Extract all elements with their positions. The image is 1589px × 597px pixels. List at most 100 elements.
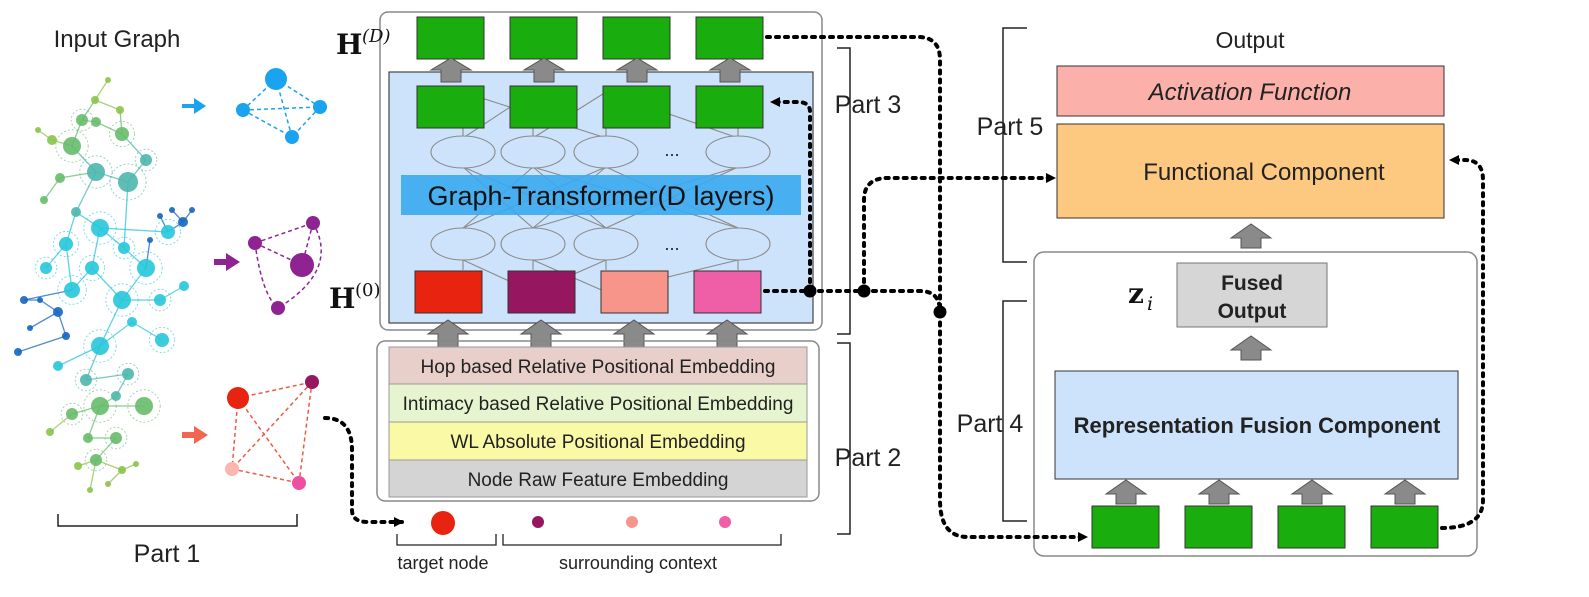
graph-node: [290, 253, 314, 277]
raw-feature-embedding-row: [388, 459, 808, 498]
graph-node: [135, 397, 153, 415]
h-bottom-superscript: (0): [355, 280, 381, 301]
graph-node: [55, 173, 65, 183]
graph-node: [133, 461, 139, 467]
hidden-embedding: [695, 85, 764, 129]
graph-node: [53, 307, 63, 317]
graph-node-halo: [52, 230, 80, 258]
fusion-component-box: [1054, 370, 1459, 480]
connector-junction: [803, 284, 817, 298]
graph-node-halo: [148, 326, 176, 354]
input-embedding-target: [414, 270, 483, 314]
fusion-input-embedding: [1091, 505, 1160, 549]
input-graph-title: Input Graph: [54, 26, 181, 53]
graph-node-halo: [134, 148, 158, 172]
fused-output-line2: Output: [1218, 300, 1287, 323]
graph-node: [76, 114, 88, 126]
graph-node-halo: [79, 155, 113, 189]
graph-node-halo: [104, 426, 128, 450]
graph-node-halo: [112, 236, 136, 260]
connector-junction: [857, 284, 871, 298]
target-node-dot: [431, 511, 455, 535]
graph-node: [154, 294, 166, 306]
graph-node: [53, 361, 63, 371]
graph-node: [90, 454, 102, 466]
graph-node: [127, 317, 137, 327]
graph-node: [91, 219, 109, 237]
graph-node: [113, 291, 131, 309]
graph-node: [37, 297, 43, 303]
graph-node: [47, 135, 57, 145]
context-node-dot: [532, 516, 544, 528]
part5-bracket: [1002, 27, 1027, 263]
graph-edge: [23, 289, 73, 301]
dotted-connectors: [323, 35, 1485, 542]
graph-node-halo: [154, 218, 182, 246]
hop-embedding-row: [388, 346, 808, 385]
output-embedding: [695, 16, 764, 60]
graph-node: [40, 196, 48, 204]
graph-node: [83, 433, 93, 443]
graph-node: [35, 127, 41, 133]
graph-node: [161, 225, 175, 239]
graph-node: [178, 217, 188, 227]
graph-node-halo: [60, 402, 84, 426]
transformer-input-row: [414, 270, 762, 314]
graph-node: [46, 428, 54, 436]
graph-node: [105, 481, 111, 487]
graph-node: [20, 296, 28, 304]
fusion-input-row: [1091, 505, 1439, 549]
activation-function-label: Activation Function: [1147, 79, 1352, 106]
wl-embedding-label: WL Absolute Positional Embedding: [450, 432, 745, 453]
graph-node: [305, 375, 319, 389]
graph-node: [110, 432, 122, 444]
graph-node-halo: [109, 163, 147, 201]
graph-node: [59, 237, 73, 251]
graph-node: [85, 261, 99, 275]
h-bottom-symbol: H: [329, 282, 355, 315]
graph-node: [87, 487, 93, 493]
graph-node: [40, 262, 52, 274]
embedding-frame: [376, 340, 820, 502]
graph-node-halo: [74, 368, 98, 392]
graph-node-halo: [34, 256, 58, 280]
subgraph-blue: [182, 68, 327, 144]
graph-node: [189, 207, 195, 213]
graph-node-halo: [127, 389, 161, 423]
z-symbol: z: [1128, 277, 1144, 310]
graph-node: [306, 216, 320, 230]
input-embedding: [693, 270, 762, 314]
part4-bracket: [1002, 300, 1027, 522]
connector-junction: [933, 305, 947, 319]
graph-node: [285, 130, 299, 144]
arrow-right-icon: [182, 98, 206, 114]
graph-node-halo: [116, 362, 140, 386]
graph-node: [80, 374, 92, 386]
graph-node: [313, 100, 327, 114]
arrow-right-icon: [182, 426, 208, 444]
graph-node: [74, 462, 82, 470]
graph-node: [62, 332, 70, 340]
part2-bracket: [837, 342, 851, 535]
subgraph-purple: [214, 216, 322, 315]
graph-node: [111, 391, 121, 401]
subgraph-red: [182, 375, 319, 490]
graph-node: [91, 117, 101, 127]
graph-node: [64, 282, 80, 298]
graph-node: [225, 462, 239, 476]
graph-node: [27, 325, 33, 331]
graph-node: [105, 77, 111, 83]
fusion-component-label: Representation Fusion Component: [1074, 413, 1441, 438]
graph-node: [66, 408, 78, 420]
part5-label: Part 5: [977, 113, 1044, 141]
graph-node: [169, 207, 175, 213]
graph-node-halo: [84, 448, 108, 472]
transformer-output-row: [416, 16, 764, 60]
fusion-input-embedding: [1184, 505, 1253, 549]
part3-bracket: [837, 47, 851, 335]
graph-edge: [94, 99, 121, 111]
graph-node-halo: [83, 389, 117, 423]
transformer-band: [401, 175, 801, 215]
wl-embedding-row: [388, 421, 808, 461]
